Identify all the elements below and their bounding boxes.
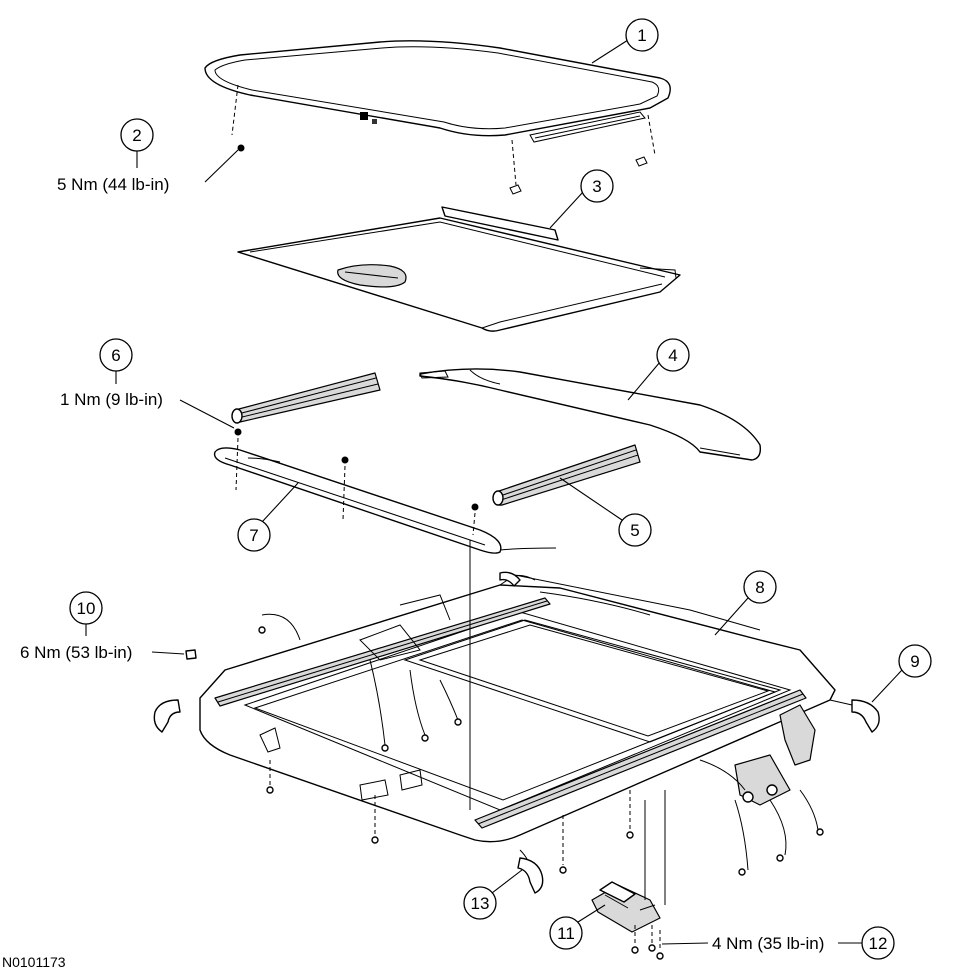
callout-1-number: 1 — [637, 26, 646, 45]
sunroof-frame — [199, 540, 836, 876]
callout-3-number: 3 — [592, 177, 601, 196]
callout-2-number: 2 — [132, 126, 141, 145]
callout-6: 6 1 Nm (9 lb-in) — [60, 338, 235, 429]
sunroof-motor — [591, 790, 666, 960]
callout-6-number: 6 — [111, 346, 120, 365]
callout-4-number: 4 — [668, 346, 677, 365]
callout-8-number: 8 — [755, 578, 764, 597]
drain-hose-bottom — [517, 857, 544, 894]
sunshade — [237, 206, 681, 332]
callout-11: 11 — [549, 904, 606, 950]
seal-strip-left — [231, 372, 381, 424]
callout-10: 10 6 Nm (53 lb-in) — [20, 591, 185, 662]
callout-5: 5 — [559, 477, 652, 547]
callout-1: 1 — [591, 18, 659, 64]
callout-13: 13 — [463, 869, 523, 920]
callout-3: 3 — [549, 169, 614, 229]
callout-2-torque: 5 Nm (44 lb-in) — [57, 175, 169, 194]
rear-trim — [213, 428, 557, 554]
callout-12-torque: 4 Nm (35 lb-in) — [712, 934, 824, 953]
callout-8: 8 — [714, 570, 777, 636]
callout-11-number: 11 — [557, 924, 575, 943]
drain-hose-right — [829, 699, 880, 733]
drain-hose-left — [153, 571, 521, 733]
callout-13-number: 13 — [471, 894, 490, 913]
fasteners — [185, 429, 241, 660]
callout-4: 4 — [627, 338, 690, 401]
callout-7-number: 7 — [249, 526, 258, 545]
callout-12: 4 Nm (35 lb-in) 12 — [661, 926, 895, 960]
glass-panel — [204, 40, 671, 195]
figure-id: N0101173 — [2, 954, 66, 970]
deflector — [419, 368, 762, 461]
callout-9-number: 9 — [910, 652, 919, 671]
callout-7: 7 — [237, 482, 299, 552]
callout-10-torque: 6 Nm (53 lb-in) — [20, 643, 132, 662]
seal-strip-right — [492, 444, 641, 506]
callout-10-number: 10 — [77, 599, 96, 618]
callout-5-number: 5 — [630, 521, 639, 540]
callout-2: 2 5 Nm (44 lb-in) — [57, 118, 239, 194]
callout-12-number: 12 — [869, 934, 888, 953]
callout-9: 9 — [871, 644, 932, 703]
callout-6-torque: 1 Nm (9 lb-in) — [60, 390, 163, 409]
